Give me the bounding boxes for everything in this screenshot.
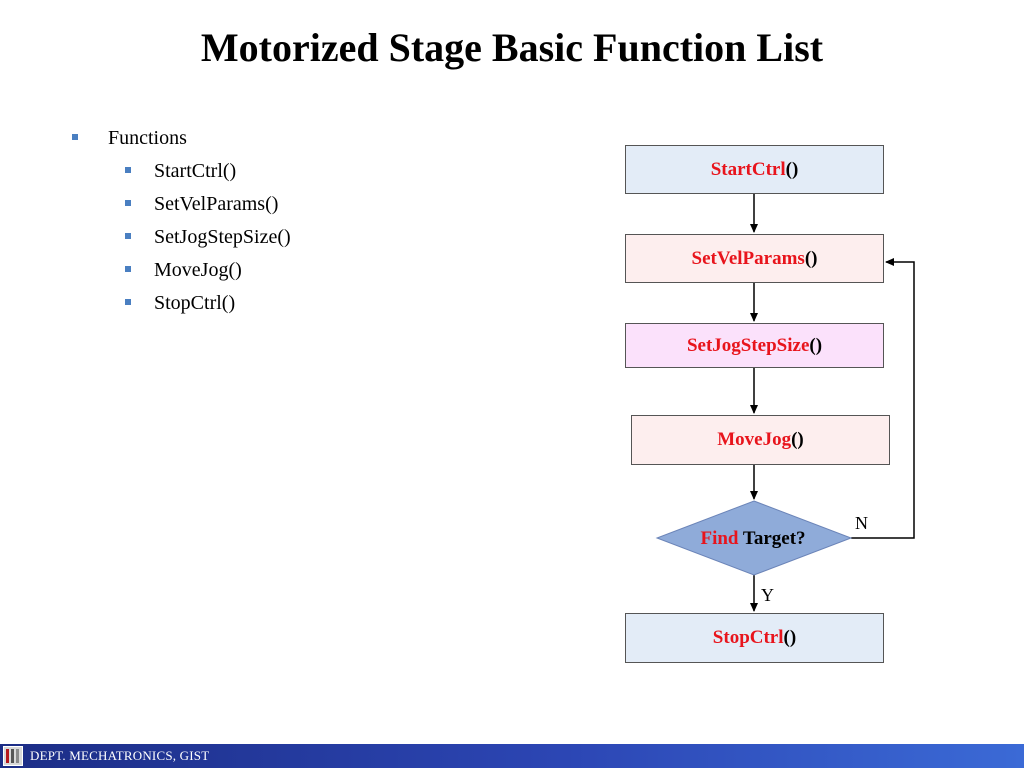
function-name-text: StartCtrl — [710, 158, 786, 180]
bullet-item: StartCtrl() — [70, 157, 291, 190]
footer-bar: DEPT. MECHATRONICS, GIST — [0, 744, 1024, 768]
bullet-item-text: SetJogStepSize() — [154, 226, 291, 248]
square-bullet-icon — [125, 233, 131, 239]
square-bullet-icon — [125, 200, 131, 206]
set-jog-step-size-box: SetJogStepSize() — [625, 323, 884, 368]
function-name-text: SetJogStepSize — [686, 334, 810, 356]
start-ctrl-box: StartCtrl() — [625, 145, 884, 194]
square-bullet-icon — [72, 134, 78, 140]
square-bullet-icon — [125, 299, 131, 305]
bullet-item: SetJogStepSize() — [70, 223, 291, 256]
bullet-heading-text: Functions — [108, 127, 187, 149]
bullet-item-text: MoveJog() — [154, 259, 242, 281]
bullet-item-text: StartCtrl() — [154, 160, 237, 182]
slide-title: Motorized Stage Basic Function List — [200, 25, 824, 70]
square-bullet-icon — [125, 167, 131, 173]
bullet-item: SetVelParams() — [70, 190, 291, 223]
decision-diamond — [655, 500, 853, 576]
parentheses-text: () — [791, 429, 804, 450]
no-branch-label: N — [855, 513, 868, 533]
parentheses-text: () — [785, 158, 799, 180]
bullet-item-text: StopCtrl() — [154, 292, 236, 314]
function-bullet-list: Functions StartCtrl() SetVelParams() Set… — [70, 124, 291, 322]
function-name-text: SetVelParams — [691, 247, 805, 269]
decision-find-text: Find — [700, 528, 739, 549]
bullet-heading: Functions — [70, 124, 291, 157]
bullet-item-text: SetVelParams() — [154, 193, 279, 215]
move-jog-box: MoveJog() — [631, 415, 890, 465]
parentheses-text: () — [783, 627, 797, 648]
gist-logo-icon — [3, 746, 23, 766]
yes-branch-label: Y — [761, 585, 774, 605]
decision-question-text: Target? — [738, 528, 806, 549]
square-bullet-icon — [125, 266, 131, 272]
stop-ctrl-box: StopCtrl() — [625, 613, 884, 663]
footer-text: DEPT. MECHATRONICS, GIST — [30, 748, 210, 763]
loop-back-arrow-no-branch — [851, 258, 915, 539]
set-vel-params-box: SetVelParams() — [625, 234, 884, 283]
parentheses-text: () — [809, 334, 823, 356]
bullet-item: MoveJog() — [70, 256, 291, 289]
decision-label: Find Target? — [658, 527, 848, 551]
bullet-item: StopCtrl() — [70, 289, 291, 322]
parentheses-text: () — [804, 247, 818, 269]
function-name-text: MoveJog — [717, 429, 792, 450]
function-name-text: StopCtrl — [712, 627, 784, 648]
